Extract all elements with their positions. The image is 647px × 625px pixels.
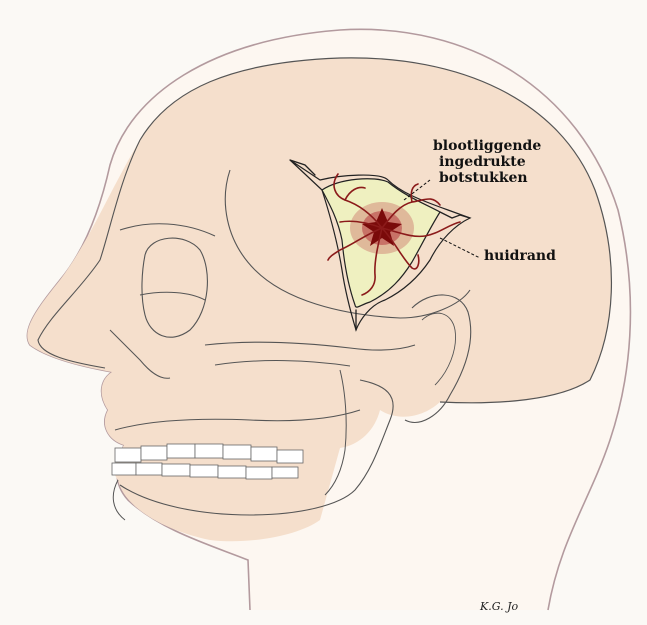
fragments-label-line2: ingedrukte [439, 154, 526, 171]
artist-signature: K.G. Jo [480, 600, 518, 613]
skin-edge-label: huidrand [484, 248, 556, 265]
fragments-label-line3: botstukken [439, 170, 528, 187]
fragments-label-line1: blootliggende [433, 138, 541, 155]
